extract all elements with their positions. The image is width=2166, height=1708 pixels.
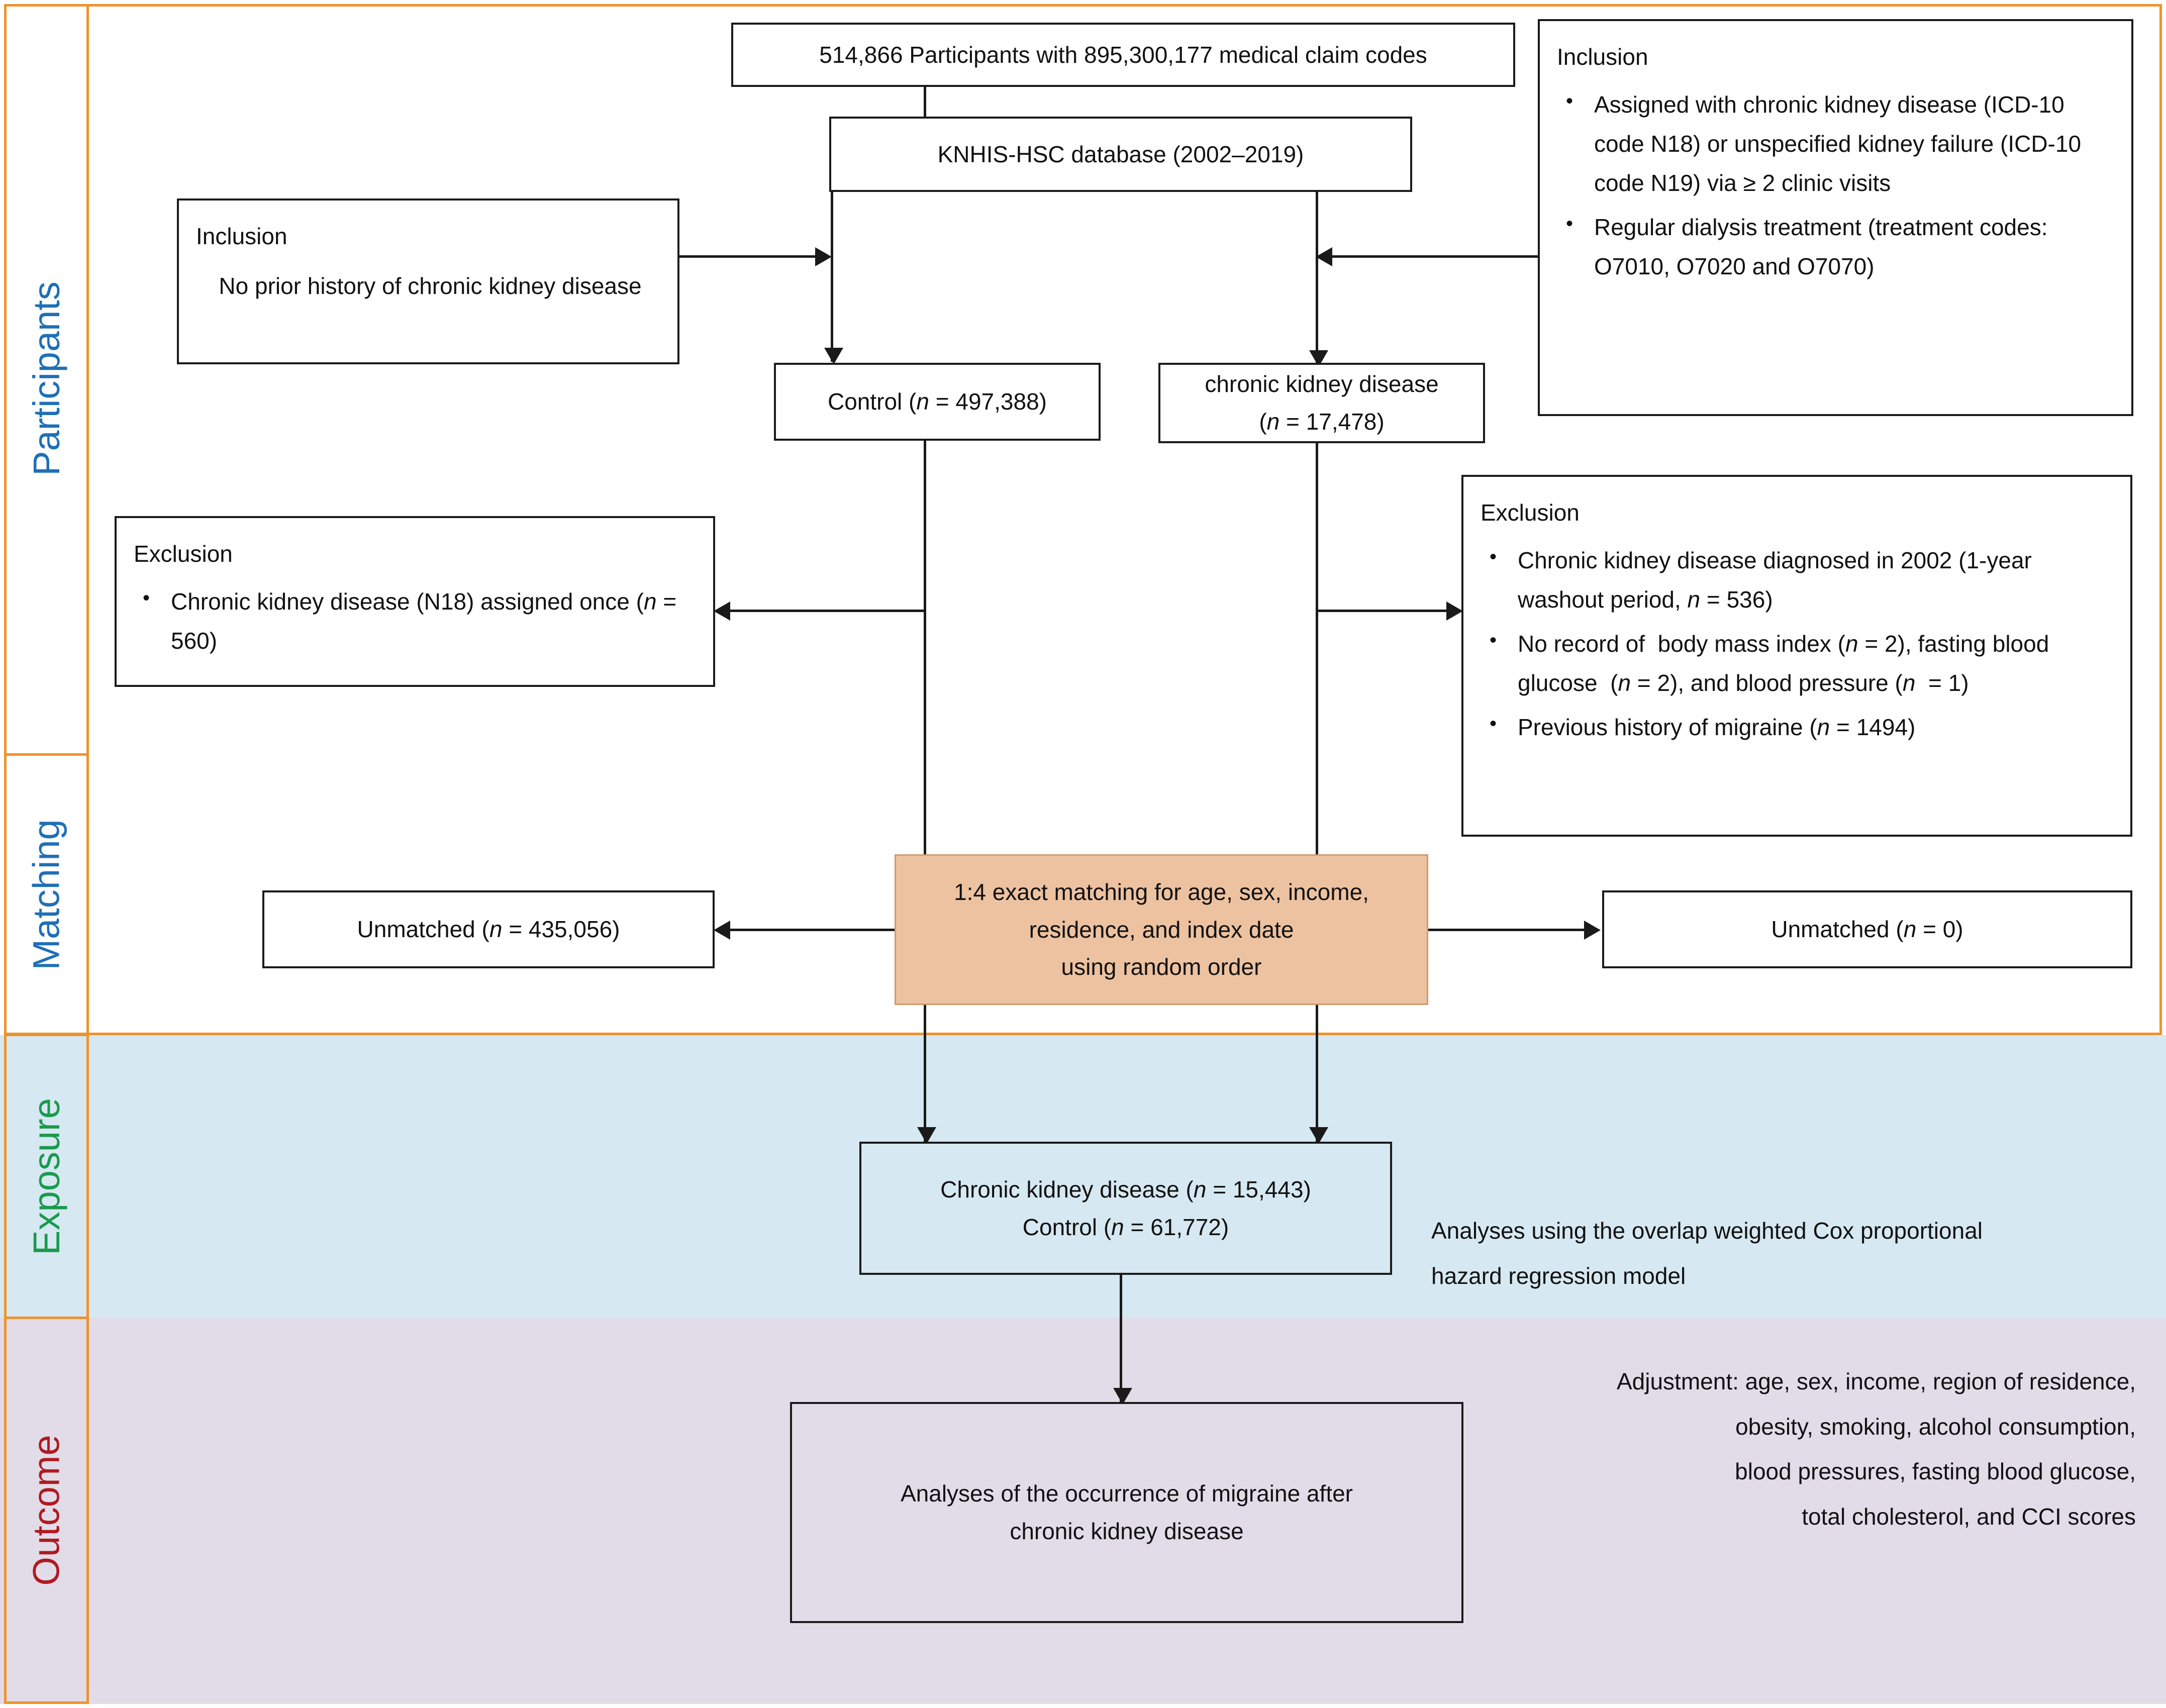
exclusion-left-item-1: Chronic kidney disease (N18) assigned on… bbox=[134, 581, 700, 660]
arrowhead-exclusion-right bbox=[1446, 601, 1463, 621]
rail-separator-bottom bbox=[4, 1701, 89, 1704]
exclusion-right-item-1: Chronic kidney disease diagnosed in 2002… bbox=[1481, 540, 2117, 619]
connector-ckd-down bbox=[1316, 442, 1318, 1143]
node-database: KNHIS-HSC database (2002–2019) bbox=[829, 117, 1412, 192]
exclusion-left-header: Exclusion bbox=[134, 541, 233, 567]
cohort-line2: Control (n = 61,772) bbox=[1022, 1214, 1229, 1240]
connector-stem-to-exclusion-left bbox=[730, 610, 926, 612]
connector-matching-to-unmatched-left bbox=[730, 929, 896, 931]
connector-source-to-database bbox=[924, 85, 926, 118]
connector-database-to-ckd bbox=[1316, 191, 1318, 364]
rail-separator-1 bbox=[4, 753, 89, 756]
connector-matching-to-unmatched-right bbox=[1427, 929, 1598, 931]
exclusion-right-item-3: Previous history of migraine (n = 1494) bbox=[1481, 707, 2117, 747]
rail-divider bbox=[86, 4, 89, 1704]
node-unmatched-right: Unmatched (n = 0) bbox=[1602, 890, 2132, 968]
node-ckd-line1: chronic kidney disease bbox=[1205, 371, 1439, 397]
adjustment-note-line1: Adjustment: age, sex, income, region of … bbox=[1616, 1368, 2136, 1394]
section-label-matching-text: Matching bbox=[26, 819, 68, 970]
connector-cohort-to-outcome bbox=[1120, 1274, 1122, 1402]
node-source-participants: 514,866 Participants with 895,300,177 me… bbox=[731, 23, 1515, 87]
adjustment-note-line4: total cholesterol, and CCI scores bbox=[1802, 1503, 2136, 1530]
rail-separator-3 bbox=[4, 1317, 89, 1319]
arrowhead-inclusion-right bbox=[1316, 247, 1332, 266]
node-unmatched-left: Unmatched (n = 435,056) bbox=[262, 890, 715, 968]
section-label-exposure: Exposure bbox=[4, 1036, 89, 1317]
analysis-note-line1: Analyses using the overlap weighted Cox … bbox=[1431, 1218, 1983, 1244]
node-cohort: Chronic kidney disease (n = 15,443) Cont… bbox=[859, 1142, 1392, 1275]
node-ckd-line2: (n = 17,478) bbox=[1259, 409, 1385, 435]
outcome-line1: Analyses of the occurrence of migraine a… bbox=[900, 1480, 1353, 1507]
exclusion-right-header: Exclusion bbox=[1481, 499, 1580, 526]
arrowhead-control-to-cohort bbox=[917, 1127, 936, 1144]
matching-line1: 1:4 exact matching for age, sex, income, bbox=[954, 879, 1369, 906]
analysis-note-line2: hazard regression model bbox=[1431, 1262, 1686, 1289]
connector-inclusion-left-to-stem bbox=[677, 255, 828, 258]
adjustment-note-line3: blood pressures, fasting blood glucose, bbox=[1735, 1458, 2136, 1485]
inclusion-right-item-2: Regular dialysis treatment (treatment co… bbox=[1557, 207, 2118, 286]
node-control-text: Control (n = 497,388) bbox=[827, 388, 1047, 415]
inclusion-right-header: Inclusion bbox=[1557, 44, 1648, 70]
matching-line3: using random order bbox=[1061, 954, 1262, 980]
node-exclusion-left: Exclusion Chronic kidney disease (N18) a… bbox=[115, 516, 715, 687]
node-exclusion-right: Exclusion Chronic kidney disease diagnos… bbox=[1461, 475, 2132, 837]
inclusion-left-body: No prior history of chronic kidney disea… bbox=[219, 272, 642, 299]
exclusion-right-item-2: No record of body mass index (n = 2), fa… bbox=[1481, 623, 2117, 702]
inclusion-left-header: Inclusion bbox=[196, 223, 287, 249]
node-inclusion-left: Inclusion No prior history of chronic ki… bbox=[177, 198, 679, 364]
node-database-text: KNHIS-HSC database (2002–2019) bbox=[937, 141, 1304, 167]
outcome-line2: chronic kidney disease bbox=[1010, 1518, 1244, 1544]
connector-stem-to-exclusion-right bbox=[1317, 610, 1460, 612]
section-label-exposure-text: Exposure bbox=[26, 1097, 67, 1255]
connector-control-down bbox=[924, 440, 926, 1143]
connector-database-to-control bbox=[831, 191, 833, 362]
adjustment-note: Adjustment: age, sex, income, region of … bbox=[1422, 1359, 2136, 1540]
arrowhead-ckd-to-cohort bbox=[1309, 1127, 1328, 1144]
section-label-participants-text: Participants bbox=[26, 281, 67, 476]
arrowhead-unmatched-right bbox=[1584, 921, 1601, 940]
inclusion-right-item-1: Assigned with chronic kidney disease (IC… bbox=[1557, 84, 2118, 203]
connector-inclusion-right-to-stem bbox=[1318, 255, 1539, 258]
node-source-text: 514,866 Participants with 895,300,177 me… bbox=[819, 41, 1427, 68]
node-outcome-analysis: Analyses of the occurrence of migraine a… bbox=[790, 1402, 1463, 1623]
unmatched-left-text: Unmatched (n = 435,056) bbox=[357, 916, 620, 943]
node-control: Control (n = 497,388) bbox=[774, 363, 1101, 441]
section-label-outcome: Outcome bbox=[4, 1319, 89, 1701]
node-matching-criteria: 1:4 exact matching for age, sex, income,… bbox=[895, 854, 1428, 1005]
rail-separator-2 bbox=[4, 1034, 89, 1036]
arrowhead-to-outcome bbox=[1113, 1388, 1132, 1404]
analysis-method-note: Analyses using the overlap weighted Cox … bbox=[1431, 1209, 2135, 1298]
section-label-participants: Participants bbox=[4, 4, 89, 753]
matching-line2: residence, and index date bbox=[1029, 916, 1294, 943]
rail-left-edge bbox=[4, 1035, 7, 1704]
adjustment-note-line2: obesity, smoking, alcohol consumption, bbox=[1735, 1413, 2136, 1440]
cohort-line1: Chronic kidney disease (n = 15,443) bbox=[940, 1176, 1311, 1202]
node-inclusion-right: Inclusion Assigned with chronic kidney d… bbox=[1538, 19, 2133, 416]
node-ckd: chronic kidney disease (n = 17,478) bbox=[1158, 363, 1485, 443]
arrowhead-unmatched-left bbox=[714, 921, 730, 940]
arrowhead-exclusion-left bbox=[714, 601, 730, 621]
arrowhead-to-control bbox=[824, 348, 843, 364]
section-label-matching: Matching bbox=[4, 756, 89, 1034]
unmatched-right-text: Unmatched (n = 0) bbox=[1771, 916, 1963, 943]
section-label-outcome-text: Outcome bbox=[26, 1435, 68, 1586]
arrowhead-inclusion-left bbox=[815, 247, 832, 266]
